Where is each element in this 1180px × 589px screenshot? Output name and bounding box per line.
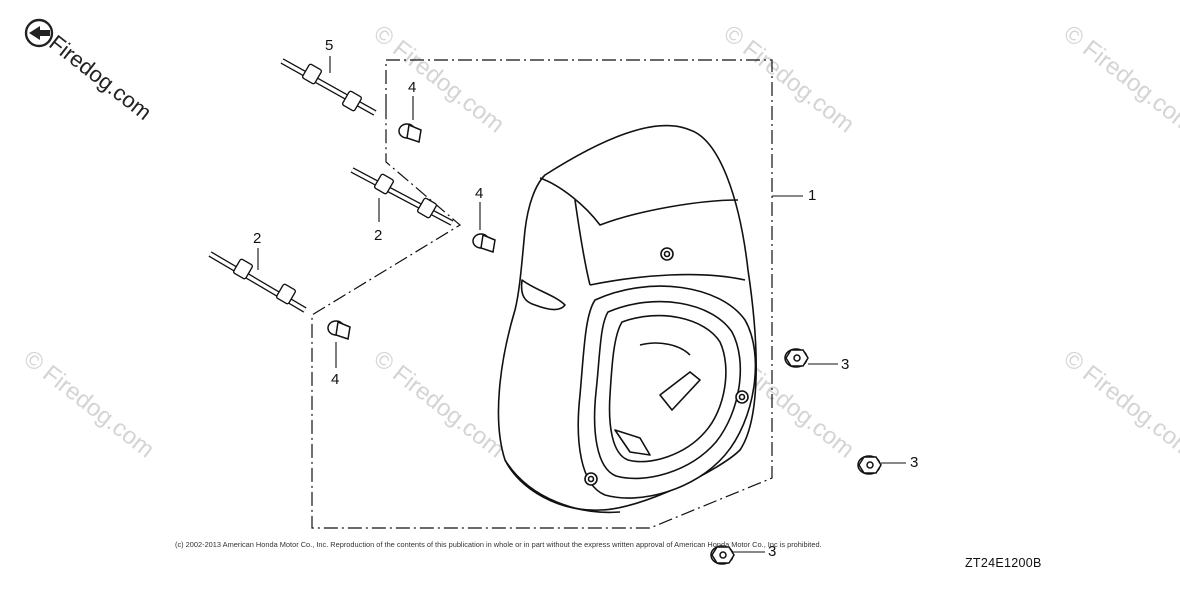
callout-5: 5: [325, 37, 334, 54]
fan-cover: [497, 124, 757, 514]
back-arrow-icon[interactable]: [22, 16, 56, 50]
flange-nut-3a: [784, 348, 809, 368]
collar-4-top: [398, 123, 422, 143]
flange-nut-3c: [710, 545, 735, 565]
callout-4: 4: [475, 185, 484, 202]
callout-3: 3: [841, 356, 850, 373]
callout-3: 3: [768, 543, 777, 560]
copyright-notice: (c) 2002-2013 American Honda Motor Co., …: [175, 540, 822, 549]
callout-2: 2: [253, 230, 262, 247]
stud-bolt-2-upper: [350, 167, 454, 226]
diagram-code: ZT24E1200B: [965, 556, 1042, 570]
callout-3: 3: [910, 454, 919, 471]
stud-bolt-5: [280, 58, 377, 116]
stud-bolt-2-lower: [208, 251, 307, 313]
leader-lines: [257, 56, 906, 553]
callout-4: 4: [408, 79, 417, 96]
flange-nut-3b: [857, 455, 882, 475]
callout-2: 2: [374, 227, 383, 244]
callout-1: 1: [808, 187, 817, 204]
assembly-outline: [311, 59, 773, 529]
collar-4-middle: [472, 233, 496, 253]
callout-4: 4: [331, 371, 340, 388]
collar-4-bottom: [327, 320, 351, 340]
